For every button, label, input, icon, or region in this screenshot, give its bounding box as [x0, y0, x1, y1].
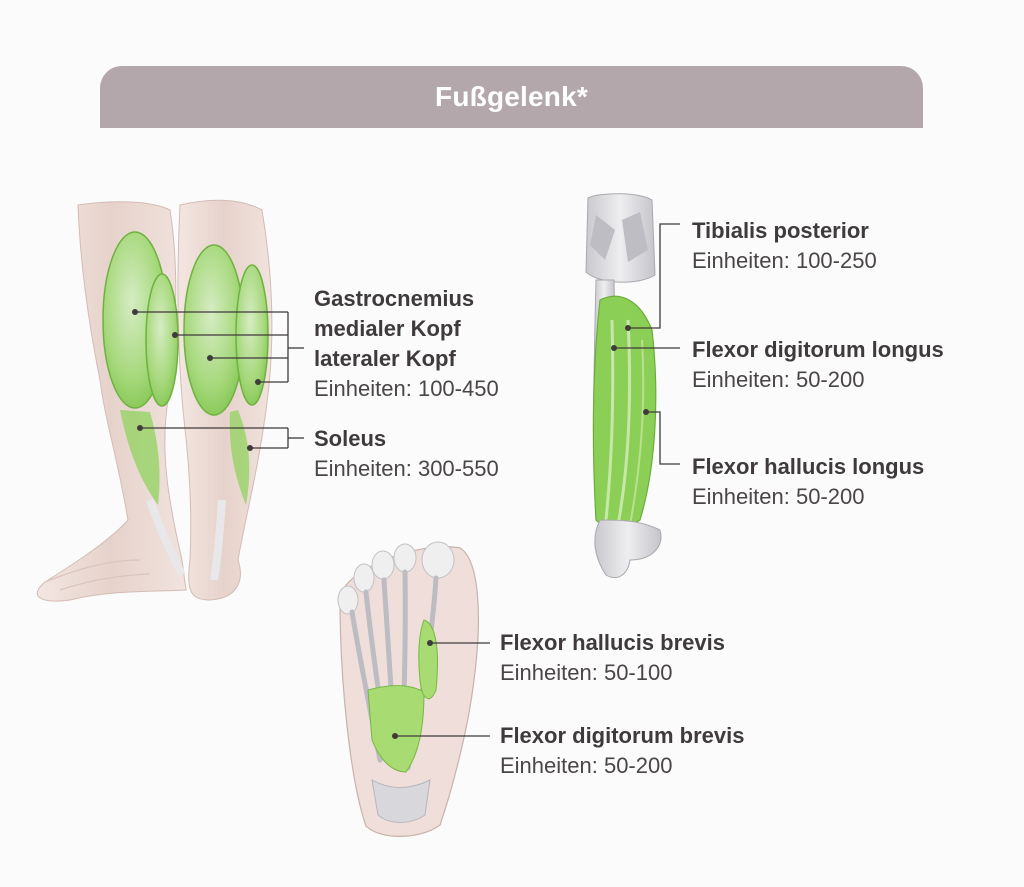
calf-illustration: [36, 199, 304, 602]
ankle-foot-bones: [594, 519, 662, 579]
flexor-digitorum-brevis-name: Flexor digitorum brevis: [500, 723, 745, 748]
gastrocnemius-medial-right: [183, 244, 245, 416]
tibialis-posterior-name: Tibialis posterior: [692, 218, 869, 243]
label-tibialis-posterior: Tibialis posterior Einheiten: 100-250: [692, 216, 877, 276]
title-banner: Fußgelenk*: [100, 66, 923, 128]
gastrocnemius-lateral-left: [145, 273, 179, 407]
gastrocnemius-name: Gastrocnemius: [314, 286, 475, 311]
tibialis-posterior-units: Einheiten: 100-250: [692, 248, 877, 273]
flexor-hallucis-brevis-shape: [418, 619, 438, 700]
label-flexor-digitorum-brevis: Flexor digitorum brevis Einheiten: 50-20…: [500, 721, 745, 781]
soleus-name: Soleus: [314, 426, 387, 451]
flexor-hallucis-brevis-units: Einheiten: 50-100: [500, 660, 673, 685]
deep-leg-illustration: [585, 193, 680, 579]
gastrocnemius-medial-head: medialer Kopf: [314, 316, 461, 341]
flexor-digitorum-brevis-shape: [367, 685, 425, 773]
label-soleus: Soleus Einheiten: 300-550: [314, 424, 499, 484]
label-flexor-hallucis-longus: Flexor hallucis longus Einheiten: 50-200: [692, 452, 924, 512]
label-flexor-digitorum-longus: Flexor digitorum longus Einheiten: 50-20…: [692, 335, 944, 395]
foot-sole-illustration: [337, 541, 490, 837]
soleus-left: [120, 410, 160, 505]
page-title: Fußgelenk*: [435, 81, 588, 112]
label-gastrocnemius: Gastrocnemius medialer Kopf lateraler Ko…: [314, 284, 499, 404]
flexor-digitorum-longus-units: Einheiten: 50-200: [692, 367, 865, 392]
gastrocnemius-units: Einheiten: 100-450: [314, 376, 499, 401]
label-flexor-hallucis-brevis: Flexor hallucis brevis Einheiten: 50-100: [500, 628, 725, 688]
flexor-hallucis-brevis-name: Flexor hallucis brevis: [500, 630, 725, 655]
flexor-hallucis-longus-name: Flexor hallucis longus: [692, 454, 925, 479]
flexor-hallucis-longus-units: Einheiten: 50-200: [692, 484, 865, 509]
flexor-digitorum-longus-name: Flexor digitorum longus: [692, 337, 944, 362]
flexor-digitorum-brevis-units: Einheiten: 50-200: [500, 753, 673, 778]
gastrocnemius-lateral-head: lateraler Kopf: [314, 346, 456, 371]
soleus-right: [229, 410, 250, 505]
soleus-units: Einheiten: 300-550: [314, 456, 499, 481]
